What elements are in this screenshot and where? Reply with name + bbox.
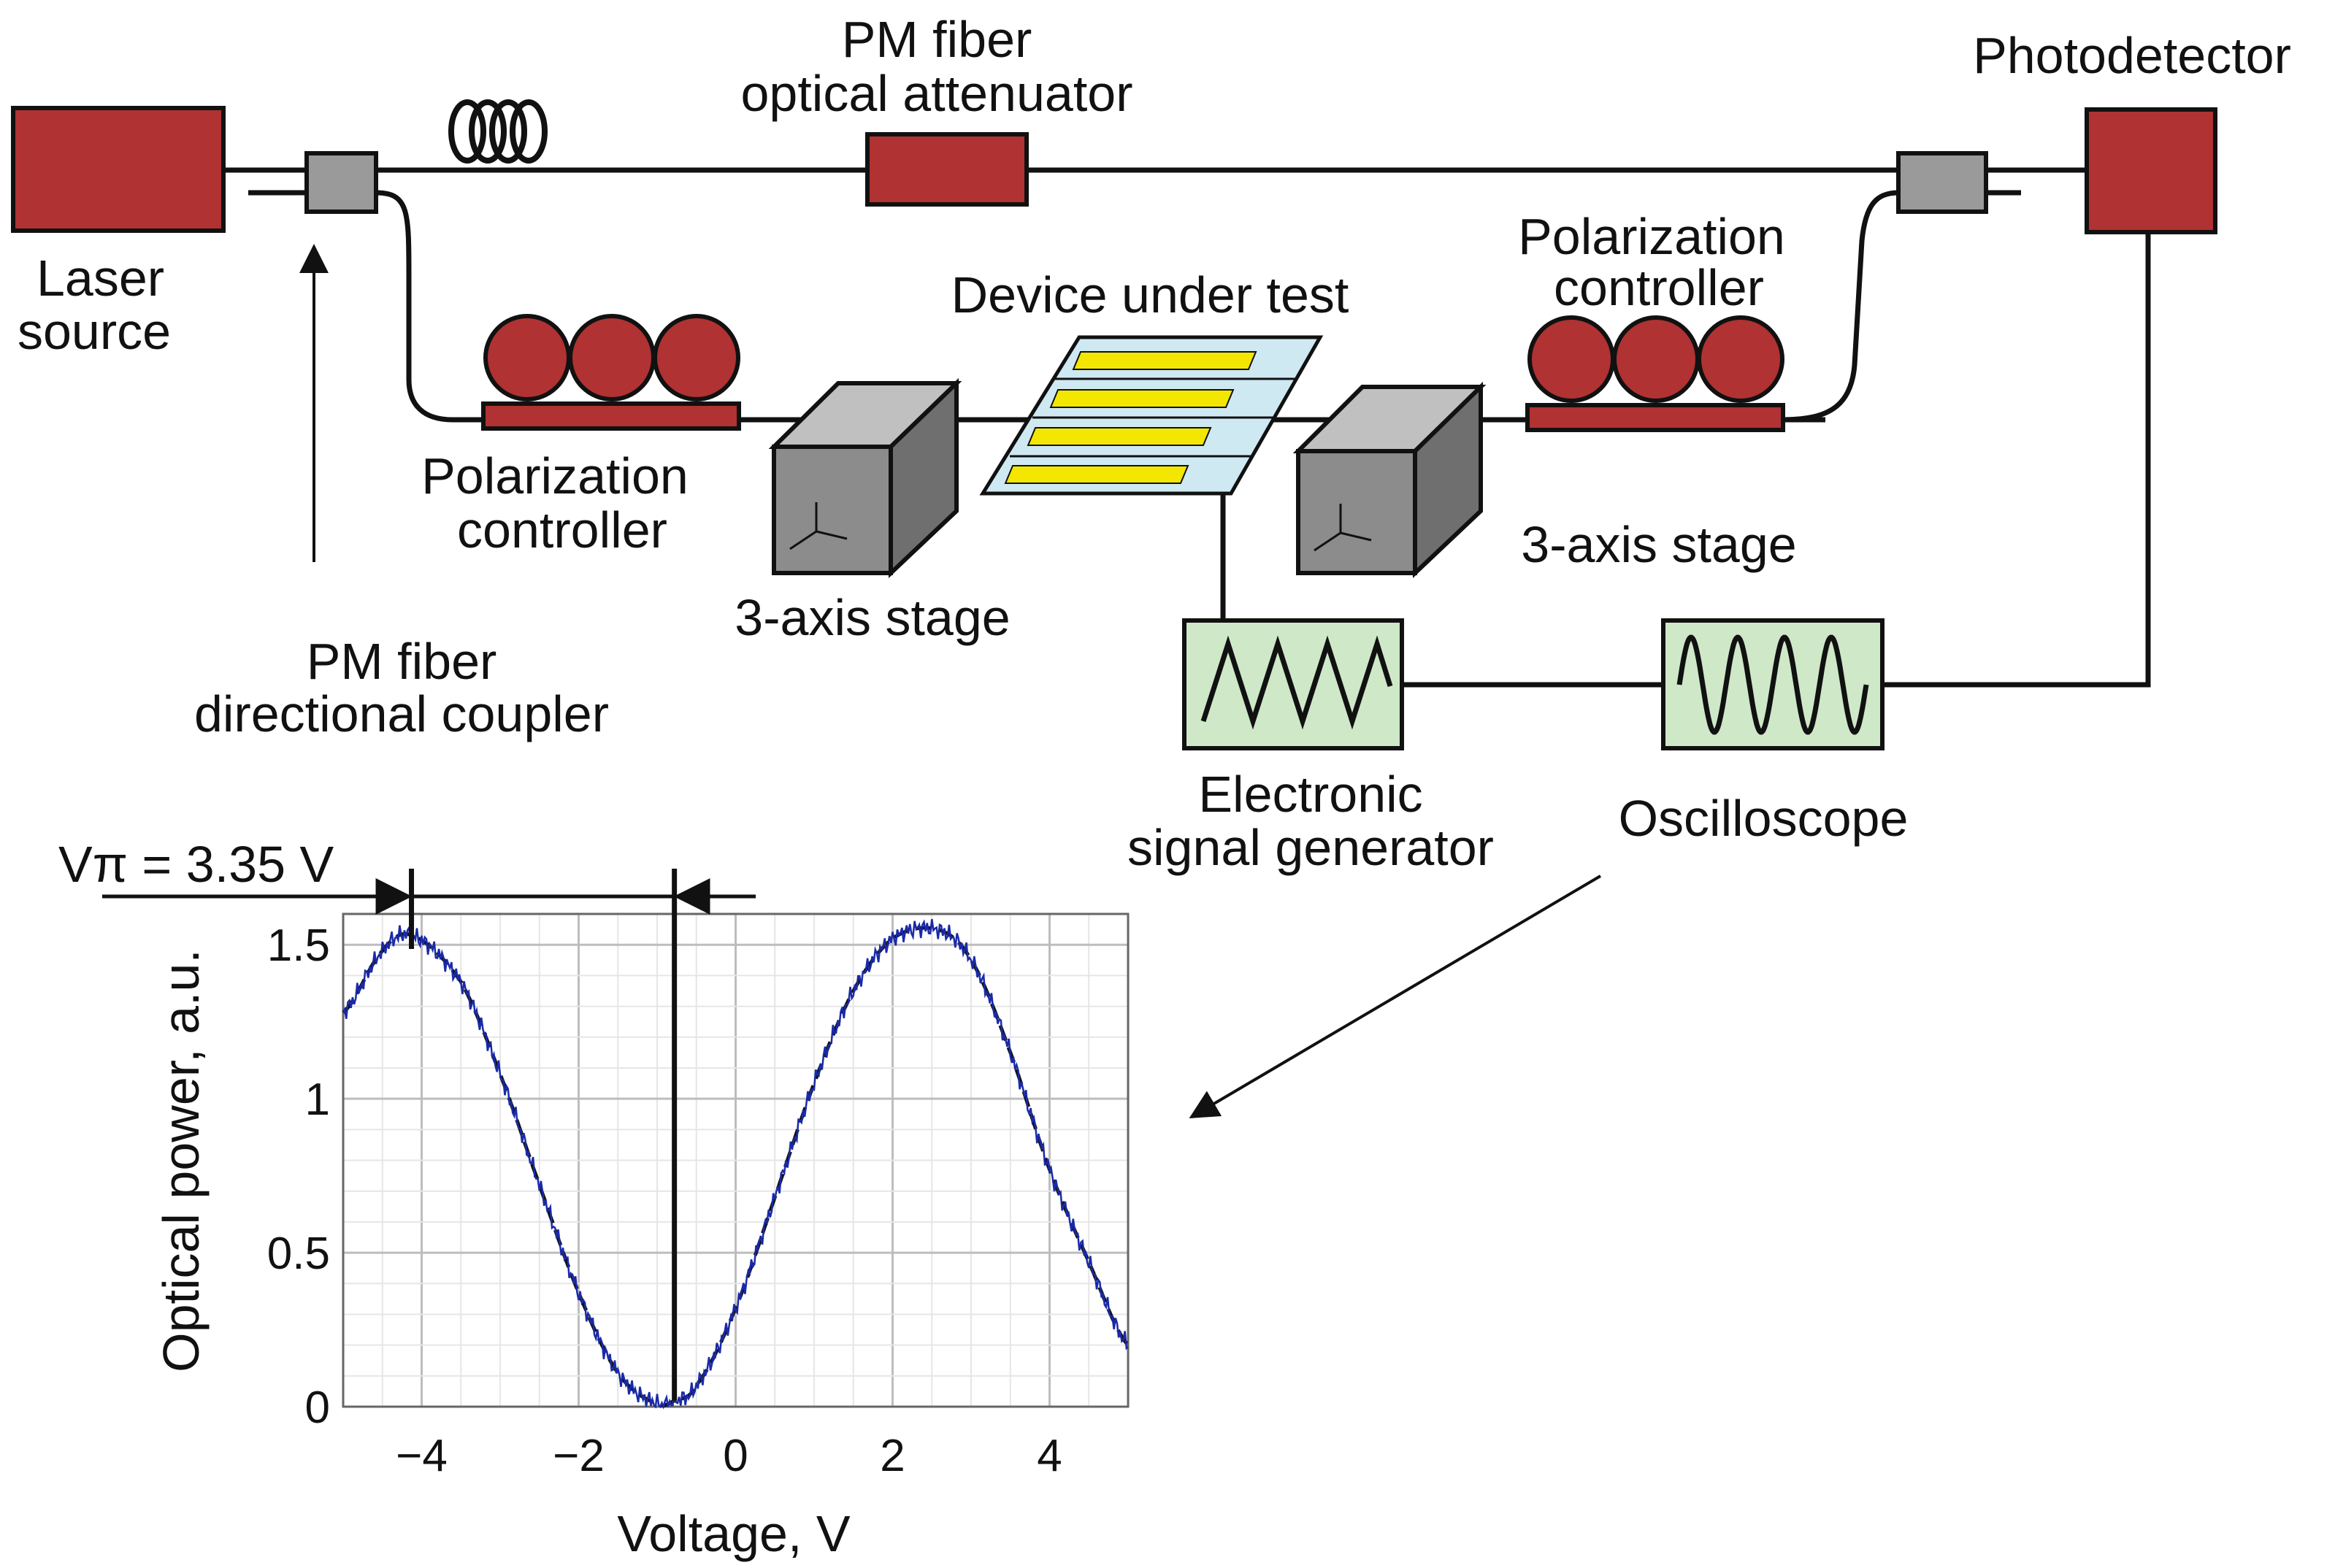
- coupler-label-line1: PM fiber: [307, 633, 497, 690]
- coupler-label-line2: directional coupler: [194, 685, 609, 742]
- attenuator-label-line1: PM fiber: [842, 11, 1032, 68]
- oscilloscope-label: Oscilloscope: [1619, 790, 1909, 847]
- x-tick-label: −4: [396, 1431, 448, 1481]
- laser-label-line2: source: [18, 303, 171, 360]
- pol-left-label-line1: Polarization: [421, 447, 689, 504]
- chart-grid: [342, 913, 1129, 1408]
- polarization-controller-left: [481, 314, 741, 431]
- y-axis-label: Optical power, a.u.: [153, 949, 210, 1372]
- directional-coupler-right: [1896, 151, 1988, 214]
- y-tick-label: 1.5: [267, 921, 330, 971]
- chart-ticks: −4 −2 0 2 4 0 0.5 1 1.5: [267, 921, 1062, 1481]
- device-under-test: [979, 335, 1324, 496]
- y-tick-label: 0.5: [267, 1229, 330, 1279]
- directional-coupler-left: [304, 151, 378, 214]
- attenuator-label-line2: optical attenuator: [740, 65, 1132, 122]
- transfer-curve-chart: −4 −2 0 2 4 0 0.5 1 1.5 Voltage, V Optical power…: [102, 869, 1130, 1562]
- oscilloscope: [1661, 618, 1885, 750]
- dut-label: Device under test: [951, 266, 1349, 323]
- signal-generator: [1182, 618, 1404, 750]
- x-axis-label: Voltage, V: [617, 1505, 850, 1562]
- electrode: [1072, 351, 1257, 370]
- x-tick-label: −2: [553, 1431, 605, 1481]
- stage-left-label: 3-axis stage: [735, 589, 1010, 646]
- laser-label-line1: Laser: [37, 250, 164, 307]
- fiber-lower-left-bend: [375, 190, 511, 423]
- stage-right: [1292, 381, 1487, 578]
- pol-right-label-line2: controller: [1554, 259, 1764, 316]
- vpi-label: Vπ = 3.35 V: [58, 836, 334, 893]
- labels: Laser source PM fiber optical attenuator…: [18, 11, 2291, 893]
- sawtooth-icon: [1200, 635, 1393, 730]
- electrical-wires: [1220, 232, 2151, 688]
- scope-to-plot-arrow: [1189, 875, 1602, 1119]
- photodetector-label: Photodetector: [1973, 27, 2291, 84]
- generator-label-line2: signal generator: [1127, 819, 1494, 876]
- vpi-markers: [102, 869, 756, 1401]
- photodetector: [2085, 107, 2217, 234]
- x-tick-label: 2: [880, 1431, 905, 1481]
- fiber-lower-right-bend: [1781, 190, 1899, 423]
- electrode: [1027, 427, 1212, 446]
- stage-left: [768, 377, 962, 578]
- fiber-spool-icon: [448, 99, 548, 164]
- sine-wave-icon: [1676, 634, 1869, 735]
- optical-attenuator: [865, 132, 1029, 207]
- polarization-controller-right: [1525, 315, 1785, 432]
- measured-data-line: [342, 918, 1129, 1410]
- generator-label-line1: Electronic: [1198, 766, 1422, 823]
- x-tick-label: 0: [723, 1431, 748, 1481]
- plot-frame: [342, 912, 1130, 1408]
- pol-left-label-line2: controller: [457, 501, 667, 558]
- laser-source: [11, 106, 226, 233]
- y-tick-label: 0: [305, 1383, 330, 1433]
- x-tick-label: 4: [1037, 1431, 1062, 1481]
- electrode: [1004, 465, 1189, 484]
- electrode: [1049, 389, 1235, 408]
- axes-icon: [789, 502, 848, 550]
- wire-oscilloscope-photodetector: [1882, 232, 2151, 688]
- y-tick-label: 1: [305, 1075, 330, 1125]
- axes-icon: [1314, 504, 1372, 552]
- pol-right-label-line1: Polarization: [1518, 208, 1785, 265]
- stage-right-label: 3-axis stage: [1521, 516, 1796, 573]
